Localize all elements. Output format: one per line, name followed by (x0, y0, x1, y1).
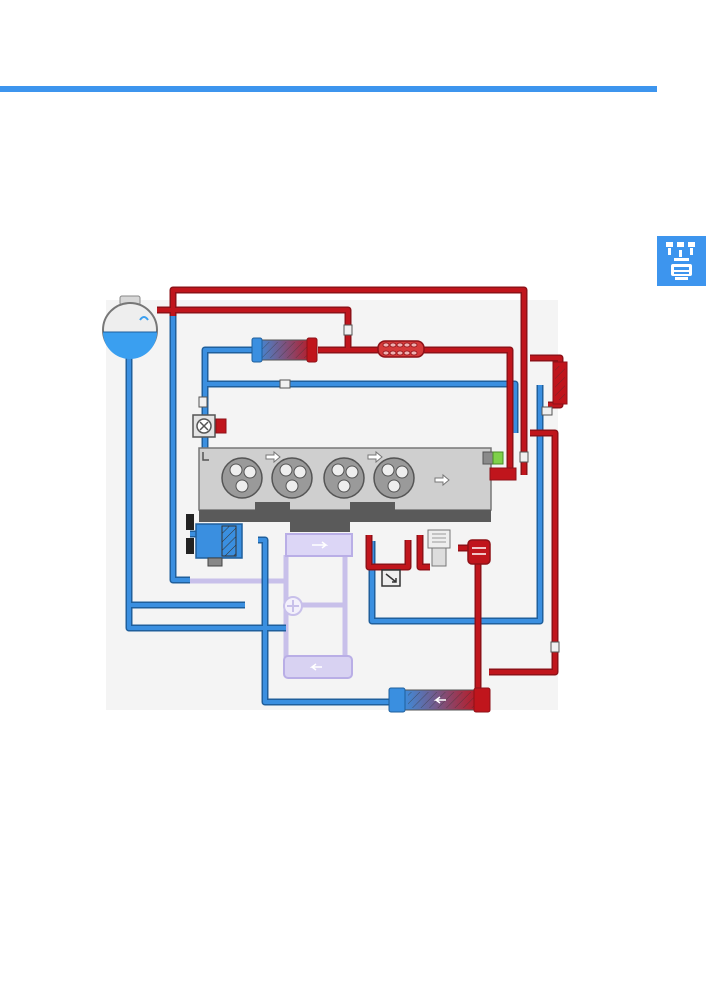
main-radiator-icon (388, 687, 491, 713)
oil-cooler-icon (552, 361, 568, 405)
engine-block-icon (198, 447, 492, 532)
heater-core-icon (251, 337, 318, 363)
cylinder-1 (221, 457, 263, 499)
coolant-pump-icon (186, 514, 243, 567)
check-valve-icon (198, 324, 560, 653)
cylinder-2 (271, 457, 313, 499)
header-rule (0, 86, 657, 92)
thermostat-icon (482, 451, 517, 481)
hot-circuit-fill (157, 288, 562, 700)
flow-arrow-icon (312, 541, 329, 549)
cylinder-3 (323, 457, 365, 499)
expansion-tank-icon (102, 295, 158, 359)
auxiliary-pump-icon (192, 414, 227, 438)
chapter-tab[interactable] (657, 236, 706, 286)
inactive-pump-icon (283, 596, 303, 616)
cylinder-4 (373, 457, 415, 499)
engine-cooling-icon (666, 242, 695, 280)
flow-arrow-icon (309, 663, 322, 671)
valve-housing-icon (427, 529, 491, 567)
temperature-sensor-icon (381, 569, 401, 587)
egr-cooler-icon (377, 340, 425, 358)
flow-arrow-icon (265, 450, 450, 487)
cold-circuit-fill (127, 316, 542, 704)
